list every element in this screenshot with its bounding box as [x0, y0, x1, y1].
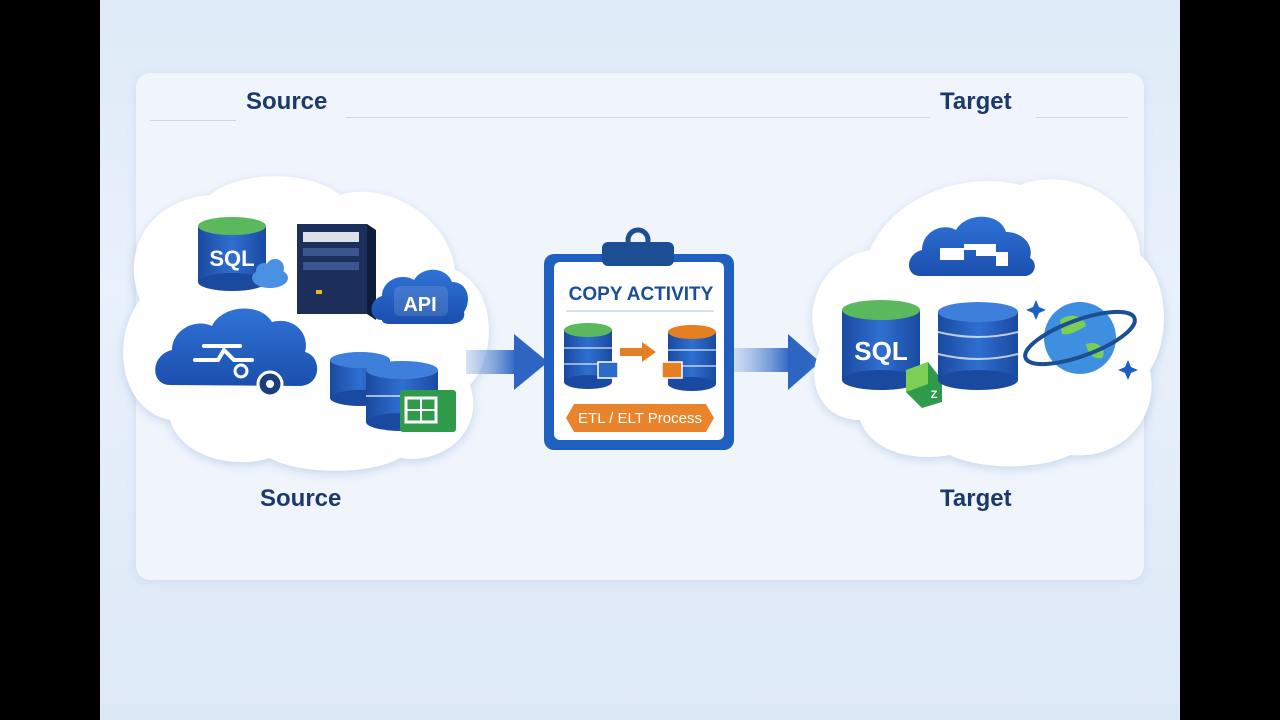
pipeline-cloud-icon — [155, 308, 318, 398]
footer-target-label: Target — [940, 485, 1012, 512]
svg-text:Z: Z — [931, 389, 938, 401]
small-cloud-icon — [252, 259, 288, 288]
copy-arrow-icon — [620, 342, 656, 362]
data-warehouse-cloud-icon — [908, 216, 1035, 276]
copy-target-database-icon — [661, 325, 716, 391]
header-line-left — [150, 120, 236, 121]
etl-process-badge: ETL / ELT Process — [566, 404, 714, 432]
copy-activity-clipboard: COPY ACTIVITY — [544, 227, 734, 450]
header-target-label: Target — [940, 88, 1012, 115]
data-lake-database-icon — [330, 352, 456, 432]
server-icon — [297, 224, 376, 320]
target-sql-label: SQL — [854, 336, 908, 366]
fabric-icon: Z — [906, 362, 942, 408]
copy-activity-title: COPY ACTIVITY — [569, 284, 714, 305]
header-line-middle — [346, 117, 930, 118]
cosmos-db-globe-icon — [1023, 300, 1138, 380]
diagram-canvas: Source Target Source Target — [100, 0, 1180, 720]
flow-arrow-source-to-copy — [466, 334, 548, 390]
source-api-label: API — [403, 294, 436, 316]
flow-arrow-copy-to-target — [734, 334, 820, 390]
data-flow-diagram: SQL API — [123, 176, 1164, 471]
header-line-right — [1036, 117, 1128, 118]
source-sql-database-icon: SQL — [198, 217, 288, 291]
sparkle-icon — [1026, 300, 1138, 380]
source-sql-label: SQL — [209, 246, 254, 271]
copy-source-database-icon — [564, 323, 619, 389]
header-source-label: Source — [246, 88, 328, 115]
gear-icon — [256, 370, 284, 398]
footer-source-label: Source — [260, 485, 342, 512]
target-database-icon — [937, 302, 1019, 390]
spreadsheet-icon — [400, 390, 456, 432]
api-cloud-icon: API — [371, 269, 468, 324]
etl-process-label: ETL / ELT Process — [578, 410, 702, 427]
target-sql-database-icon: SQL Z — [842, 300, 942, 408]
